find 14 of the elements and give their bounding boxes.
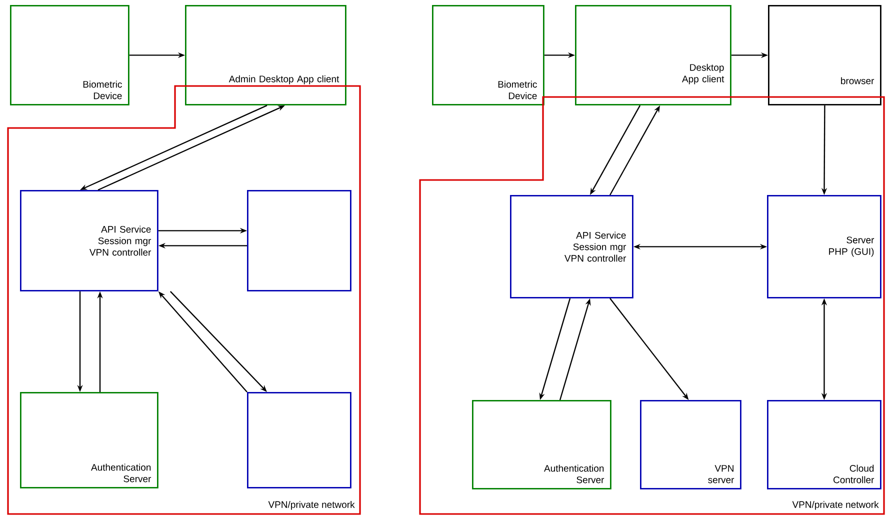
process-box: Admin Desktop App client xyxy=(185,5,346,106)
empty-box xyxy=(247,392,352,488)
process-box: Authentication Server xyxy=(472,400,612,490)
process-box: Biometric Device xyxy=(10,5,130,106)
process-box: VPN server xyxy=(640,400,742,490)
process-box: browser xyxy=(768,5,882,106)
process-box: API Service Session mgr VPN controller xyxy=(20,190,158,292)
process-box: API Service Session mgr VPN controller xyxy=(510,195,634,298)
process-box: Desktop App client xyxy=(575,5,732,106)
empty-box xyxy=(247,190,352,292)
process-box: Authentication Server xyxy=(20,392,158,488)
process-box: Cloud Controller xyxy=(767,400,882,490)
process-box: Biometric Device xyxy=(432,5,544,106)
process-box: Server PHP (GUI) xyxy=(767,195,882,298)
